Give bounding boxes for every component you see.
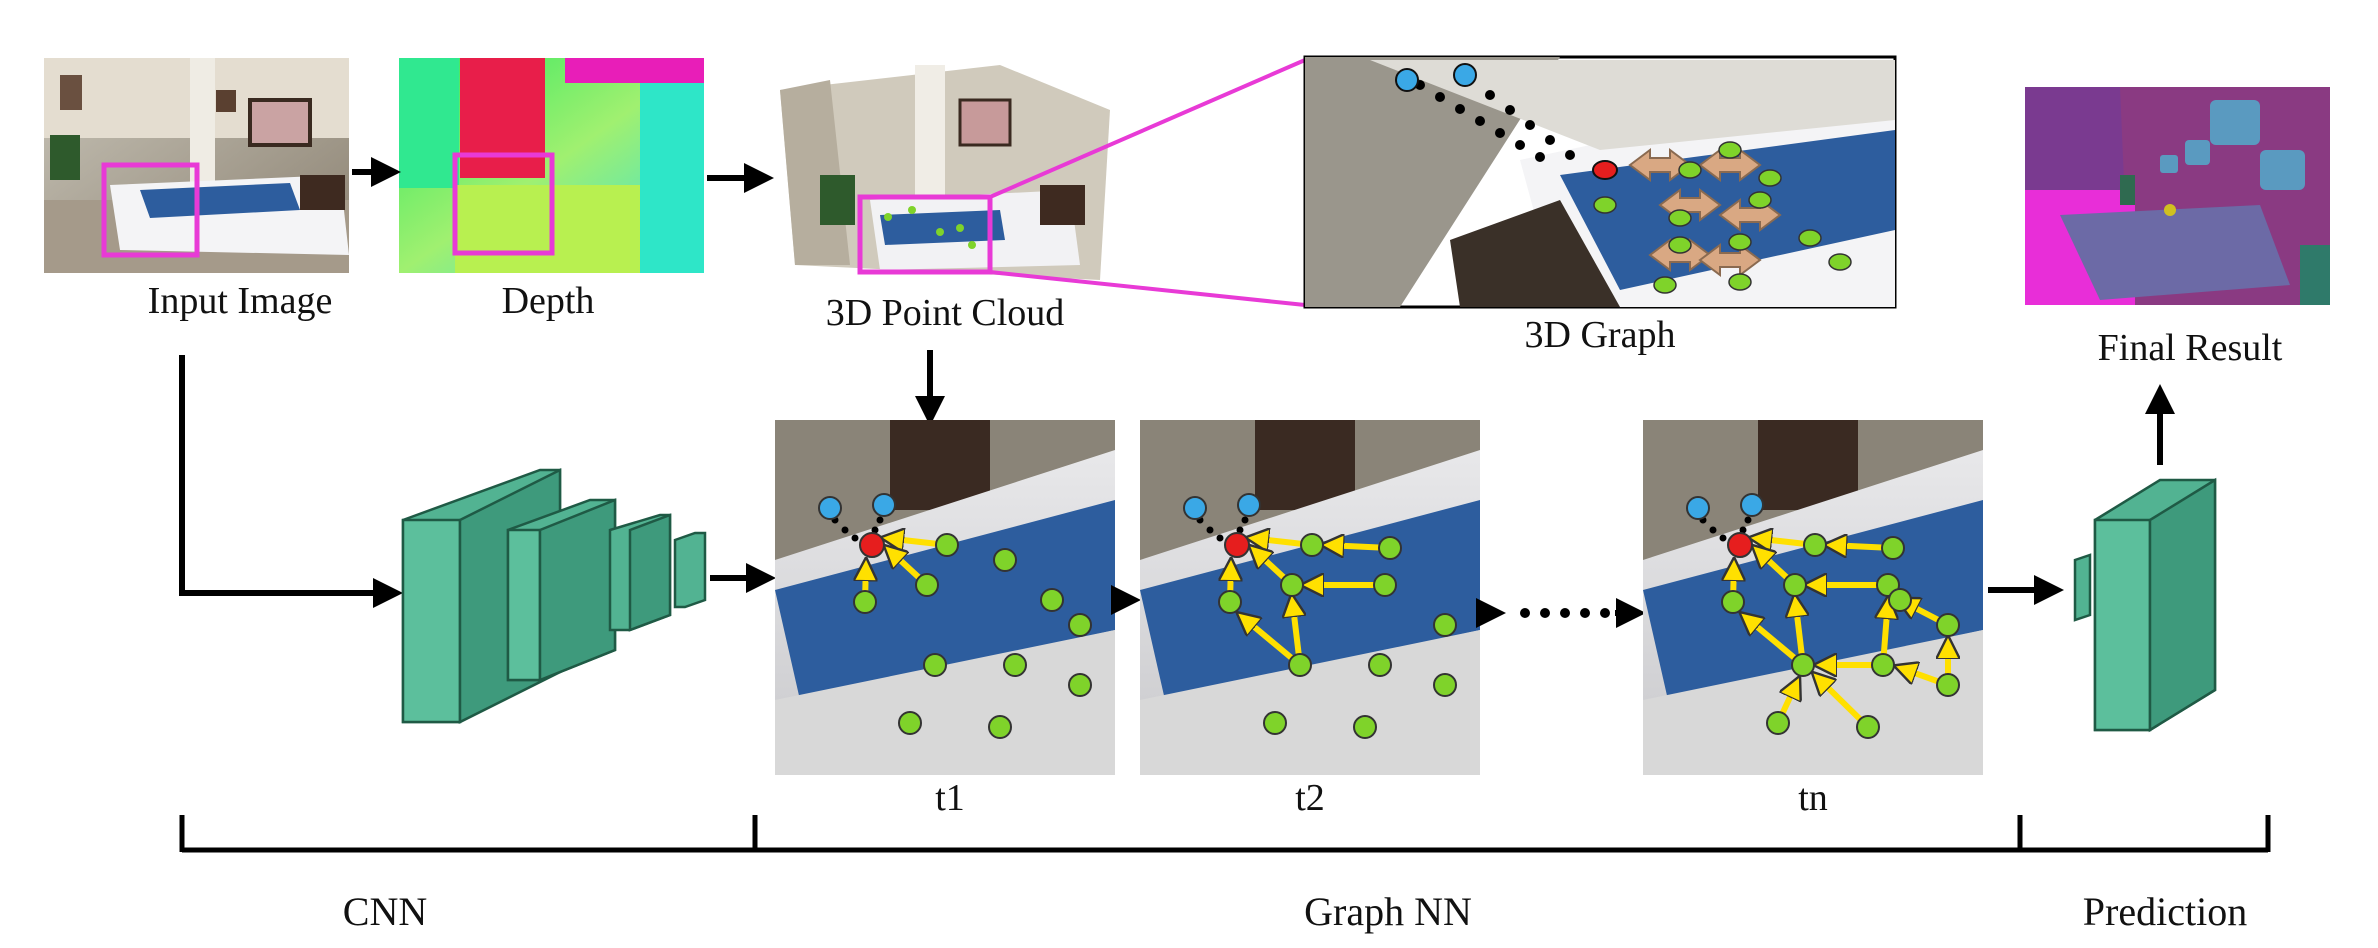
point-cloud-label: 3D Point Cloud	[826, 292, 1065, 334]
graph-step-t1-dotted-edges	[831, 516, 884, 542]
zoom-line-top	[989, 58, 1306, 199]
depth-highlight-box	[452, 152, 555, 256]
depth-label: Depth	[502, 280, 595, 322]
graph-step-t2-nodes	[1183, 493, 1457, 739]
graph-3d-blue-node	[1395, 68, 1419, 92]
graph-3d-green-nodes	[1593, 141, 1852, 294]
pointcloud-highlight-box	[857, 194, 993, 275]
cnn-stage-label: CNN	[343, 889, 427, 934]
stage-bracket	[179, 815, 2271, 853]
graph-step-t1-panel	[775, 420, 1115, 775]
prediction-decoder-blocks	[2073, 477, 2217, 733]
input-highlight-box	[101, 162, 200, 258]
t2-label: t2	[1295, 777, 1325, 819]
input-image-thumbnail	[44, 58, 349, 273]
graph-3d-dotted-edges	[1415, 80, 1575, 162]
final-result-thumbnail	[2025, 87, 2330, 305]
graph-step-tn-dotted-edges	[1699, 516, 1752, 542]
cnn-encoder-blocks	[401, 467, 707, 725]
graph-3d-panel	[1303, 55, 1897, 309]
zoom-line-bottom	[989, 270, 1306, 307]
graph-3d-blue-node	[1453, 63, 1477, 87]
ellipsis-dots	[1520, 608, 1610, 618]
point-cloud-thumbnail	[780, 65, 1110, 280]
arrow-image-to-cnn	[179, 355, 403, 608]
final-result-label: Final Result	[2098, 327, 2283, 369]
graph-step-tn-panel	[1643, 420, 1983, 775]
prediction-stage-label: Prediction	[2083, 889, 2247, 934]
input-image-label: Input Image	[148, 280, 333, 322]
point-cloud-dots	[884, 206, 976, 249]
tn-label: tn	[1798, 777, 1828, 819]
graph-nn-stage-label: Graph NN	[1304, 889, 1472, 934]
t1-label: t1	[935, 777, 965, 819]
graph-3d-label: 3D Graph	[1525, 314, 1676, 356]
graph-3d-red-node	[1592, 160, 1618, 180]
graph-step-t2-panel	[1140, 420, 1480, 775]
graph-step-t1-nodes	[818, 493, 1092, 739]
graph-step-tn-nodes	[1686, 493, 1960, 739]
